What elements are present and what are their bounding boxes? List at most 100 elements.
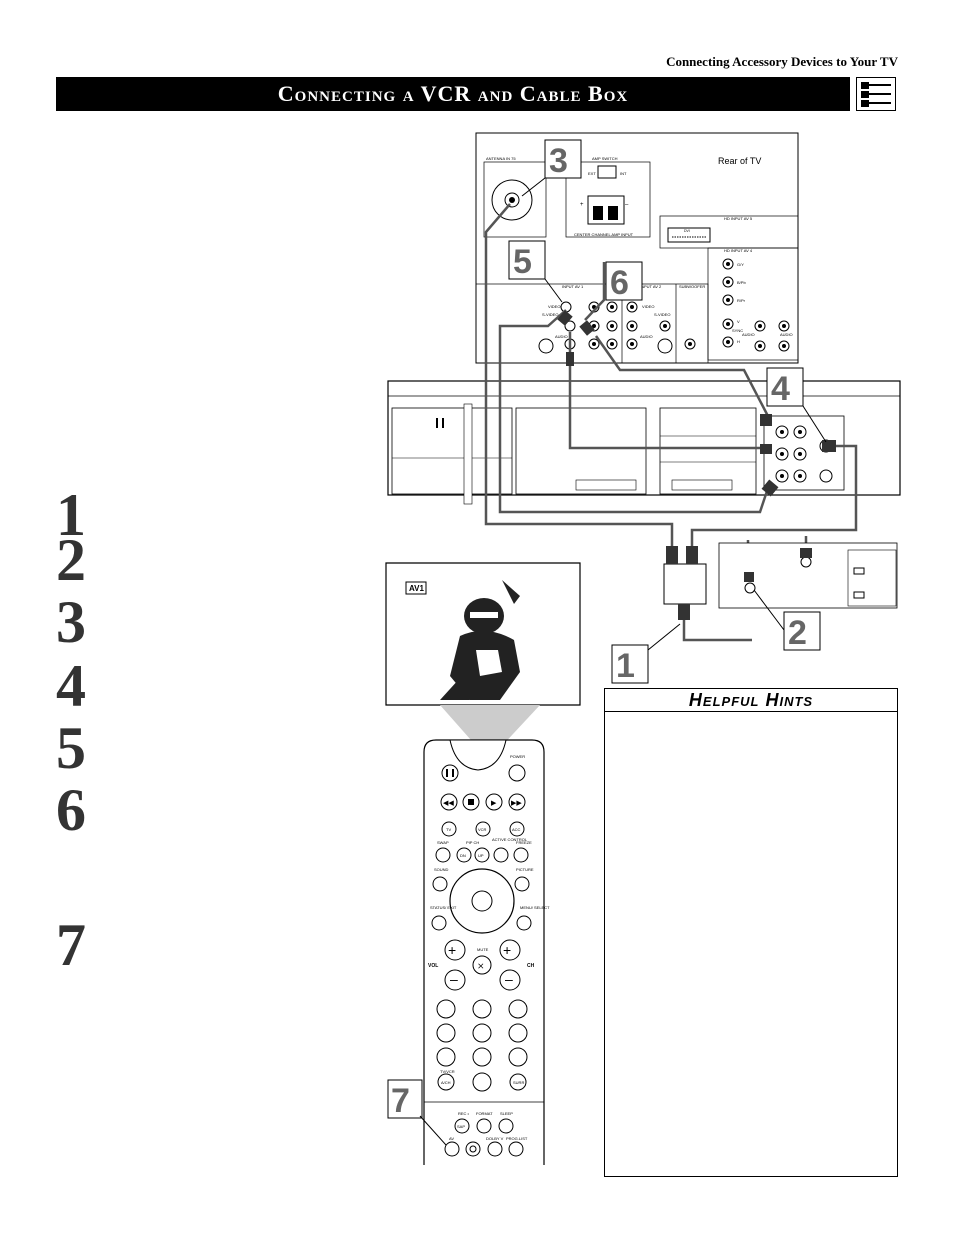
- prog-list-button[interactable]: [508, 1141, 524, 1157]
- svg-text:–: –: [505, 971, 513, 987]
- picture-button[interactable]: [514, 876, 530, 892]
- av1-badge: AV1: [409, 584, 425, 593]
- speaker-mute-icon: ⨯: [477, 961, 485, 971]
- svg-text:INPUT AV 2: INPUT AV 2: [640, 284, 662, 289]
- channel-up-button[interactable]: +: [499, 939, 521, 961]
- sound-button[interactable]: [432, 876, 448, 892]
- menu-select-button[interactable]: [516, 915, 532, 931]
- step-number-3: 3: [56, 589, 86, 655]
- svg-text:S-VIDEO: S-VIDEO: [542, 312, 558, 317]
- av-label: AV: [449, 1136, 454, 1141]
- svg-text:AUDIO: AUDIO: [640, 334, 653, 339]
- svg-text:INT: INT: [620, 171, 627, 176]
- active-control-button[interactable]: [493, 847, 509, 863]
- svg-text:DN: DN: [460, 853, 466, 858]
- callout-3: 3: [521, 139, 582, 197]
- mute-label: MUTE: [477, 947, 489, 952]
- helpful-hints-title: Helpful Hints: [604, 688, 898, 712]
- callout-2: 2: [753, 589, 821, 652]
- svg-text:VIDEO: VIDEO: [548, 304, 560, 309]
- ch-label: CH: [527, 963, 535, 969]
- digit-7-button[interactable]: [436, 1047, 456, 1067]
- volume-up-button[interactable]: +: [444, 939, 466, 961]
- sleep-label: SLEEP: [500, 1111, 513, 1116]
- svg-text:AUDIO: AUDIO: [742, 332, 755, 337]
- digit-6-button[interactable]: [508, 1023, 528, 1043]
- pip-ch-down-button[interactable]: DN: [456, 847, 472, 863]
- swap-button[interactable]: [435, 847, 451, 863]
- svg-text:H: H: [737, 339, 740, 344]
- svg-text:SAP: SAP: [457, 1124, 465, 1129]
- digit-5-button[interactable]: [472, 1023, 492, 1043]
- play-button[interactable]: ▶: [485, 793, 503, 811]
- rear-of-tv-label: Rear of TV: [718, 156, 761, 166]
- digit-2-button[interactable]: [472, 999, 492, 1019]
- svg-text:VCR: VCR: [478, 827, 487, 832]
- volume-down-button[interactable]: –: [444, 969, 466, 991]
- vcr-button[interactable]: VCR: [475, 821, 491, 837]
- digit-3-button[interactable]: [508, 999, 528, 1019]
- channel-down-button[interactable]: –: [499, 969, 521, 991]
- digit-4-button[interactable]: [436, 1023, 456, 1043]
- active-control-label: ACTIVE CONTROL: [492, 837, 528, 842]
- vol-label: VOL: [428, 963, 438, 969]
- svg-text:AMP SWITCH: AMP SWITCH: [592, 156, 618, 161]
- a-ch-button[interactable]: A/CH: [437, 1073, 455, 1091]
- svg-text:HD INPUT AV 4: HD INPUT AV 4: [724, 248, 753, 253]
- digit-9-button[interactable]: [508, 1047, 528, 1067]
- tv-button[interactable]: TV: [441, 821, 457, 837]
- svg-text:▶: ▶: [491, 800, 497, 807]
- av-button[interactable]: [444, 1141, 460, 1157]
- digit-0-button[interactable]: [472, 1072, 492, 1092]
- svg-text:▶▶: ▶▶: [511, 800, 522, 807]
- svg-text:SURR: SURR: [513, 1080, 524, 1085]
- tv-vcr-label: TV/VCR: [440, 1069, 455, 1074]
- format-button[interactable]: [476, 1118, 492, 1134]
- rewind-button[interactable]: ◀◀: [440, 793, 458, 811]
- callout-5: 5: [508, 240, 563, 303]
- vcr-unit: [387, 380, 901, 505]
- power-button[interactable]: [508, 764, 526, 782]
- stop-button[interactable]: [462, 793, 480, 811]
- svg-text:3: 3: [549, 142, 568, 180]
- picture-label: PICTURE: [516, 867, 534, 872]
- acc-button[interactable]: ACC: [509, 821, 525, 837]
- svg-text:5: 5: [513, 243, 532, 281]
- callout-7: 7: [387, 1079, 447, 1146]
- helpful-hints-box: [604, 688, 898, 1177]
- digit-8-button[interactable]: [472, 1047, 492, 1067]
- svg-text:R/Pr: R/Pr: [737, 298, 746, 303]
- dolby-v-label: DOLBY V: [486, 1136, 504, 1141]
- svg-text:AUDIO: AUDIO: [555, 334, 568, 339]
- sap-button[interactable]: SAP: [454, 1118, 470, 1134]
- navigation-ring[interactable]: [449, 868, 515, 934]
- mute-button[interactable]: ⨯: [472, 955, 492, 975]
- svg-text:TV: TV: [446, 827, 451, 832]
- page-title: Connecting a VCR and Cable Box: [277, 81, 629, 106]
- signal-beam: [440, 705, 540, 748]
- svg-text:–: –: [450, 971, 458, 987]
- callout-4: 4: [766, 367, 827, 443]
- menu-select-label: MENU/ SELECT: [520, 905, 550, 910]
- svg-text:◀◀: ◀◀: [443, 800, 454, 807]
- step-number-5: 5: [56, 715, 86, 781]
- fast-forward-button[interactable]: ▶▶: [508, 793, 526, 811]
- cable-connector-icon: [856, 77, 896, 111]
- sleep-button[interactable]: [498, 1118, 514, 1134]
- dolby-button[interactable]: [465, 1141, 481, 1157]
- step-number-4: 4: [56, 653, 86, 719]
- pip-ch-label: PIP CH: [466, 840, 479, 845]
- svg-text:+: +: [580, 202, 584, 208]
- digit-1-button[interactable]: [436, 999, 456, 1019]
- callout-6: 6: [605, 261, 643, 302]
- freeze-button[interactable]: [513, 847, 529, 863]
- svg-text:–: –: [625, 202, 629, 208]
- pip-ch-up-button[interactable]: UP: [474, 847, 490, 863]
- status-exit-button[interactable]: [431, 915, 447, 931]
- dolby-v-button[interactable]: [487, 1141, 503, 1157]
- pause-button[interactable]: [441, 764, 459, 782]
- surr-button[interactable]: SURR: [509, 1073, 527, 1091]
- tv-screen: AV1: [385, 562, 581, 706]
- svg-text:DVI: DVI: [684, 229, 690, 233]
